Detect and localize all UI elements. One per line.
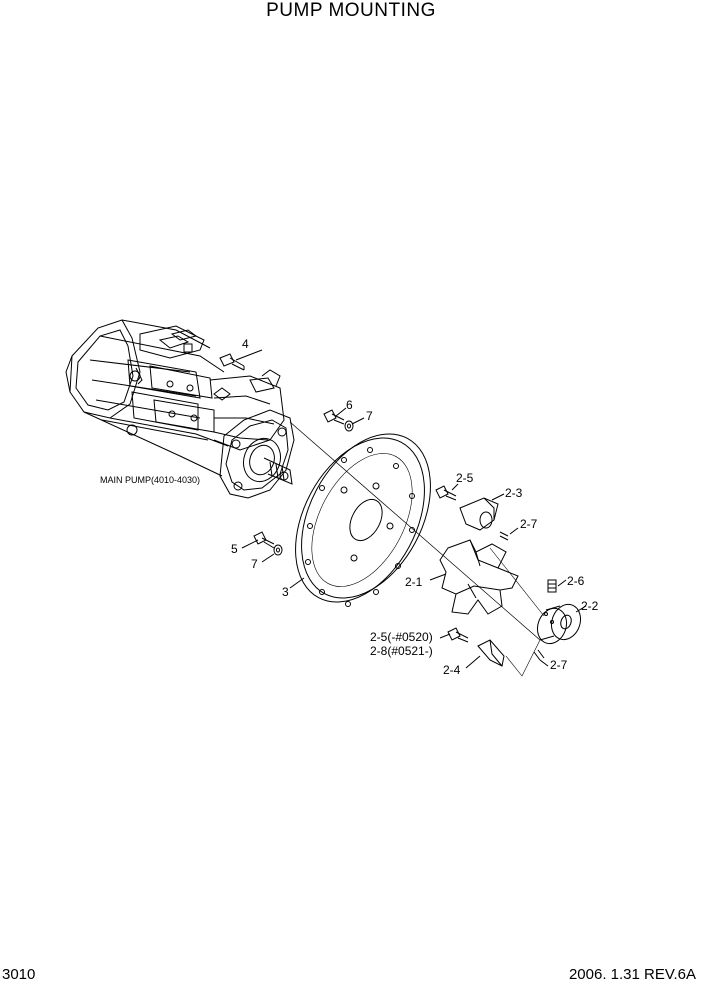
page-title: PUMP MOUNTING — [266, 0, 436, 21]
callout-2-4: 2-4 — [443, 663, 461, 677]
callout-4: 4 — [242, 337, 249, 351]
callout-2-8: 2-8(#0521-) — [370, 644, 433, 658]
bolt-6-drawing — [323, 407, 347, 425]
callout-2-2: 2-2 — [581, 599, 599, 613]
callout-3: 3 — [282, 585, 289, 599]
callout-main-pump: MAIN PUMP(4010-4030) — [100, 475, 200, 485]
insert-2-3-drawing — [459, 493, 505, 531]
pin-2-7-bottom-drawing — [533, 649, 549, 667]
main-pump-drawing — [65, 319, 295, 499]
washer-7-bottom-drawing — [261, 544, 283, 563]
callout-2-1: 2-1 — [405, 575, 423, 589]
bolt-4-drawing — [219, 349, 263, 371]
callout-5: 5 — [231, 542, 238, 556]
callout-2-5: 2-5 — [456, 471, 474, 485]
bolt-2-5b-drawing — [439, 627, 469, 643]
callout-2-7-bottom: 2-7 — [550, 658, 568, 672]
screw-2-6-drawing — [547, 579, 567, 593]
pin-2-7-top-drawing — [499, 527, 519, 541]
bolt-2-5-drawing — [435, 483, 459, 501]
insert-2-4-drawing — [465, 639, 505, 669]
washer-7-top-drawing — [344, 417, 365, 432]
callout-2-5-variant: 2-5(-#0520) — [370, 630, 433, 644]
callout-2-6: 2-6 — [567, 574, 585, 588]
hub-2-2-drawing — [536, 603, 587, 645]
callout-6: 6 — [346, 398, 353, 412]
plate-3-drawing — [289, 433, 431, 607]
callout-2-3: 2-3 — [505, 486, 523, 500]
bolt-5-drawing — [241, 531, 275, 549]
page-number: 3010 — [2, 966, 36, 983]
callout-7-bottom: 7 — [251, 557, 258, 571]
revision-label: 2006. 1.31 REV.6A — [568, 966, 696, 983]
callout-2-7-top: 2-7 — [520, 517, 538, 531]
element-2-1-drawing — [429, 539, 519, 615]
callout-7-top: 7 — [366, 409, 373, 423]
